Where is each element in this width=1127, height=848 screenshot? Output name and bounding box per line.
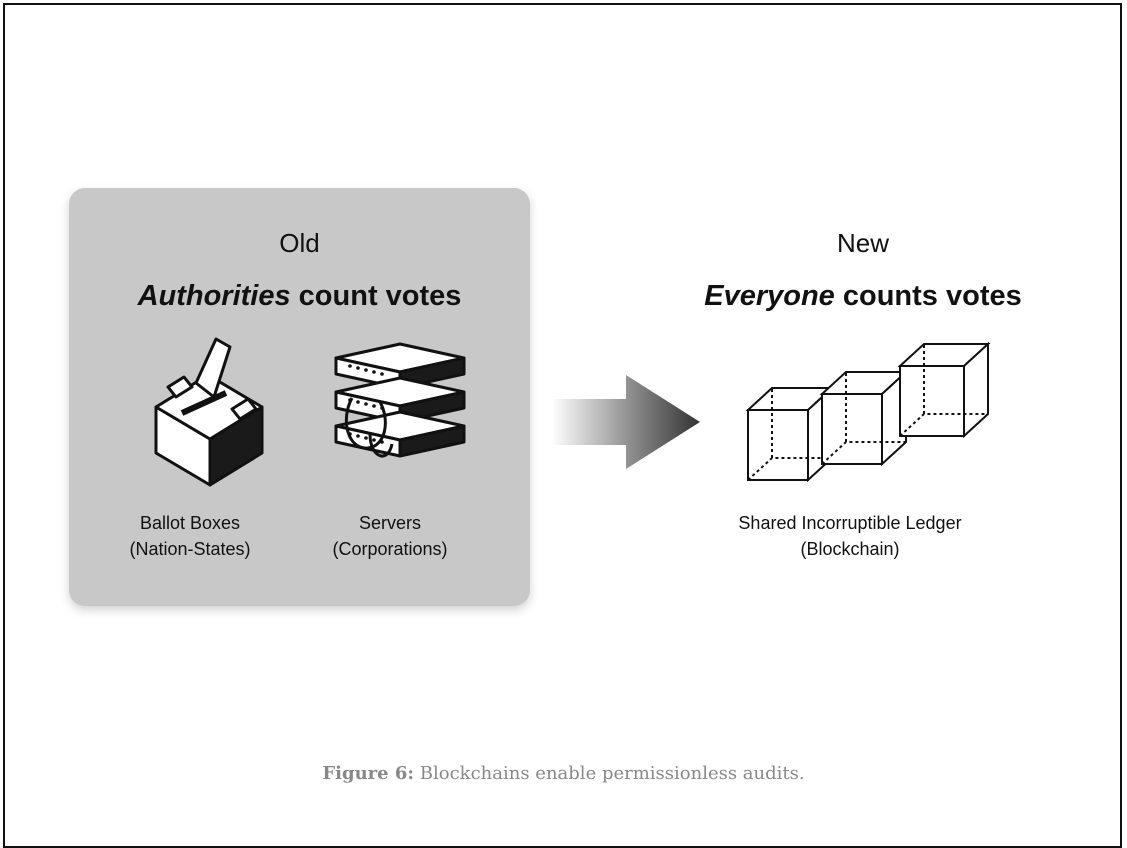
servers-label: Servers (358, 513, 421, 533)
new-title: Everyone counts votes (658, 280, 1068, 313)
right-arrow-icon (552, 375, 700, 469)
blockchain-cubes-icon (745, 341, 991, 483)
ledger-sublabel: (Blockchain) (800, 539, 900, 559)
ballot-boxes-caption: Ballot Boxes (Nation-States) (100, 510, 280, 562)
ledger-label: Shared Incorruptible Ledger (738, 513, 962, 533)
servers-caption: Servers (Corporations) (295, 510, 485, 562)
server-stack-icon (334, 342, 466, 458)
ballot-boxes-label: Ballot Boxes (139, 513, 241, 533)
figure-caption-text: Blockchains enable permissionless audits… (414, 763, 805, 784)
ledger-caption: Shared Incorruptible Ledger (Blockchain) (690, 510, 1010, 562)
new-label: New (836, 228, 889, 258)
ballot-box-icon (154, 337, 264, 487)
ballot-boxes-sublabel: (Nation-States) (129, 539, 251, 559)
old-title: Authorities count votes (69, 280, 530, 313)
servers-sublabel: (Corporations) (332, 539, 448, 559)
old-label: Old (279, 228, 320, 258)
figure-number: Figure 6: (322, 763, 415, 784)
new-title-emphasis: Everyone (704, 280, 835, 312)
old-title-emphasis: Authorities (137, 280, 291, 312)
new-title-rest: counts votes (834, 280, 1022, 312)
old-title-rest: count votes (290, 280, 462, 312)
figure-caption: Figure 6: Blockchains enable permissionl… (0, 763, 1127, 784)
